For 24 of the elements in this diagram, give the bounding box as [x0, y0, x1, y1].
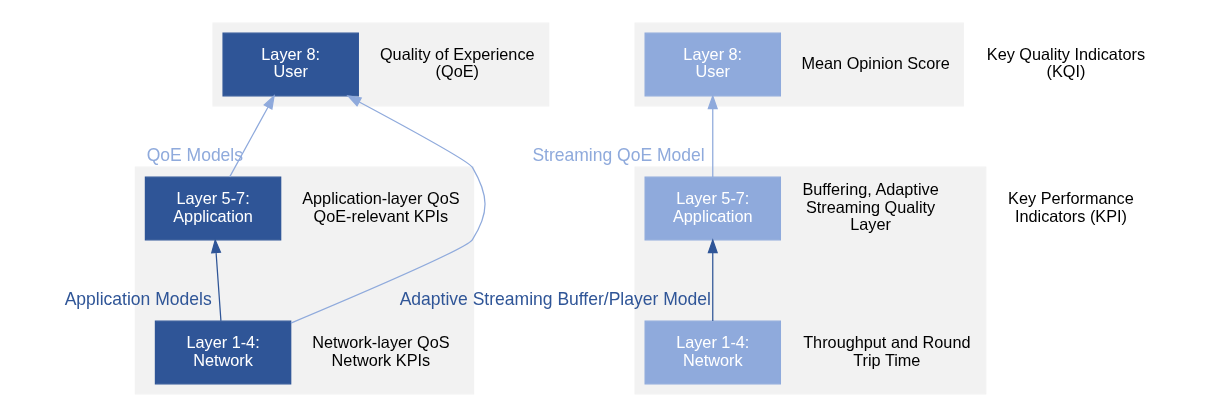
node-label: Throughput and Round Trip Time: [802, 333, 970, 369]
node-box: Layer 1-4: Network: [154, 320, 291, 385]
arrow: [707, 94, 718, 178]
edge-label: Streaming QoE Model: [531, 145, 705, 166]
node-box: Layer 5-7: Application: [644, 176, 781, 241]
node-box: Layer 8: User: [221, 32, 359, 97]
edge-label: Adaptive Streaming Buffer/Player Model: [399, 289, 711, 310]
node-label: Mean Opinion Score: [800, 53, 950, 72]
arrow: [289, 95, 486, 324]
node-box: Layer 1-4: Network: [644, 320, 781, 385]
label: Key Quality Indicators (KQI): [986, 44, 1145, 81]
arrow: [210, 238, 222, 322]
cluster: [634, 22, 964, 107]
arrow: [228, 94, 275, 178]
node-box: Layer 8: User: [644, 32, 781, 97]
arrow: [707, 238, 718, 322]
node-label: Application-layer QoS QoE-relevant KPIs: [301, 188, 460, 225]
edge-label: Application Models: [64, 289, 212, 310]
node-label: Buffering, Adaptive Streaming Quality Layer: [801, 180, 939, 234]
edge-label: QoE Models: [146, 145, 243, 166]
node-label: Quality of Experience (QoE): [379, 44, 535, 81]
node-box: Layer 5-7: Application: [144, 176, 281, 241]
label: Key Performance Indicators (KPI): [1007, 188, 1134, 225]
node-label: Network-layer QoS Network KPIs: [311, 333, 450, 369]
